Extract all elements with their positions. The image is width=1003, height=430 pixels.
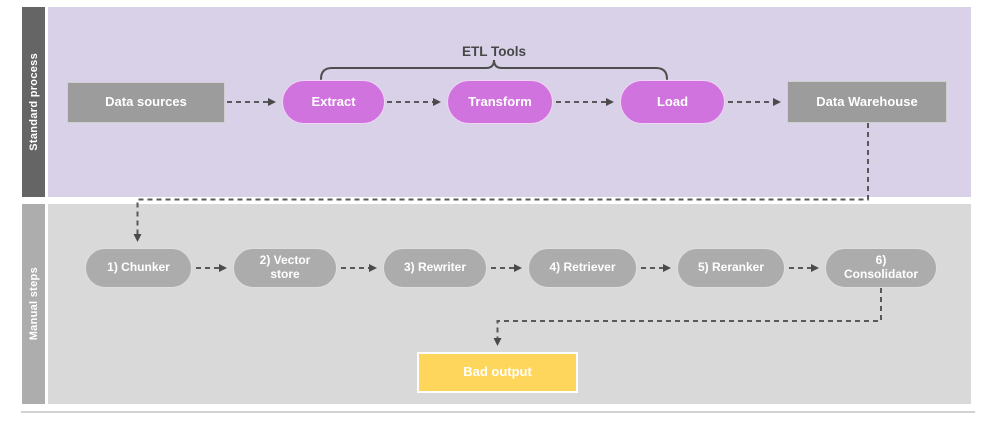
node-label: Transform [468,93,532,109]
node-label: 2) Vector store [259,253,311,281]
etl-tools-bracket-label: ETL Tools [462,44,526,59]
node-label: 4) Retriever [549,260,616,275]
node-data-sources[interactable]: Data sources [67,82,225,123]
node-transform[interactable]: Transform [447,80,553,124]
node-label: Data sources [105,94,187,110]
node-label: Extract [311,93,356,109]
node-reranker[interactable]: 5) Reranker [677,248,785,288]
node-retriever[interactable]: 4) Retriever [528,248,637,288]
node-data-warehouse[interactable]: Data Warehouse [787,81,947,123]
lane-label-text: Manual steps [27,267,40,341]
node-label: 5) Reranker [697,260,765,275]
node-chunker[interactable]: 1) Chunker [85,248,192,288]
node-consolidator[interactable]: 6) Consolidator [825,248,937,288]
bottom-divider-line [21,411,975,413]
lane-label-manual-steps[interactable]: Manual steps [22,204,45,404]
node-label: Load [656,93,689,109]
node-vector-store[interactable]: 2) Vector store [233,248,337,288]
node-label: Data Warehouse [816,93,918,109]
node-load[interactable]: Load [620,80,725,124]
node-rewriter[interactable]: 3) Rewriter [383,248,487,288]
node-extract[interactable]: Extract [282,80,385,124]
node-label: Bad output [463,364,532,380]
node-bad-output[interactable]: Bad output [417,352,578,393]
lane-label-standard-process[interactable]: Standard process [22,7,45,197]
node-label: 3) Rewriter [403,260,467,275]
lane-label-text: Standard process [27,53,40,151]
node-label: 6) Consolidator [844,253,918,281]
node-label: 1) Chunker [107,260,170,275]
